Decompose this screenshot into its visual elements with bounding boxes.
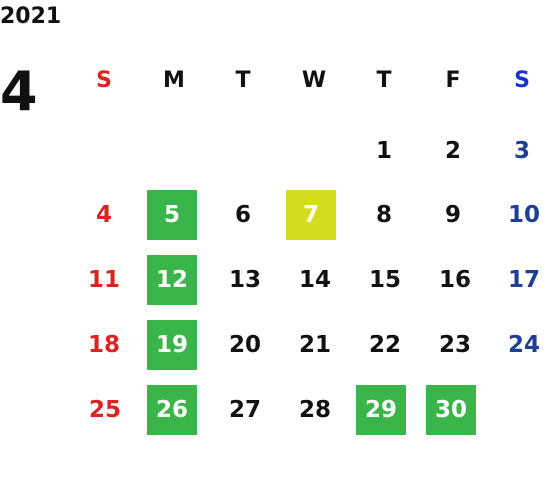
day-cell[interactable]: 27 — [228, 397, 261, 423]
day-cell[interactable]: 14 — [298, 267, 331, 293]
day-cell[interactable]: 25 — [88, 397, 121, 423]
day-cell[interactable]: 1 — [375, 138, 392, 164]
day-cell[interactable]: 15 — [368, 267, 401, 293]
day-cell[interactable]: 17 — [507, 267, 540, 293]
day-cell[interactable]: 2 — [444, 138, 461, 164]
weekday-monday: M — [163, 68, 185, 93]
weekday-tuesday: T — [235, 68, 251, 93]
weekday-wednesday: W — [301, 68, 327, 93]
day-cell[interactable]: 4 — [95, 202, 112, 228]
day-cell[interactable]: 20 — [228, 332, 261, 358]
day-cell[interactable]: 21 — [298, 332, 331, 358]
day-cell[interactable]: 22 — [368, 332, 401, 358]
day-cell-highlighted[interactable]: 12 — [147, 255, 197, 305]
day-cell-highlighted[interactable]: 5 — [147, 190, 197, 240]
day-cell[interactable]: 3 — [513, 138, 530, 164]
day-cell[interactable]: 11 — [87, 267, 120, 293]
day-cell-highlighted[interactable]: 26 — [147, 385, 197, 435]
day-cell[interactable]: 18 — [87, 332, 120, 358]
weekday-saturday: S — [514, 68, 530, 93]
day-cell-today[interactable]: 7 — [286, 190, 336, 240]
day-cell[interactable]: 13 — [228, 267, 261, 293]
day-cell-highlighted[interactable]: 19 — [147, 320, 197, 370]
day-cell[interactable]: 10 — [507, 202, 540, 228]
day-cell-highlighted[interactable]: 30 — [426, 385, 476, 435]
day-cell[interactable]: 8 — [375, 202, 392, 228]
weekday-sunday: S — [96, 68, 112, 93]
weekday-friday: F — [445, 68, 461, 93]
day-cell[interactable]: 28 — [298, 397, 331, 423]
weekday-thursday: T — [376, 68, 392, 93]
day-cell[interactable]: 6 — [234, 202, 251, 228]
month-number: 4 — [0, 60, 38, 123]
day-cell[interactable]: 9 — [444, 202, 461, 228]
day-cell[interactable]: 23 — [438, 332, 471, 358]
year-label: 2021 — [0, 4, 62, 29]
day-cell-highlighted[interactable]: 29 — [356, 385, 406, 435]
day-cell[interactable]: 24 — [507, 332, 540, 358]
day-cell[interactable]: 16 — [438, 267, 471, 293]
